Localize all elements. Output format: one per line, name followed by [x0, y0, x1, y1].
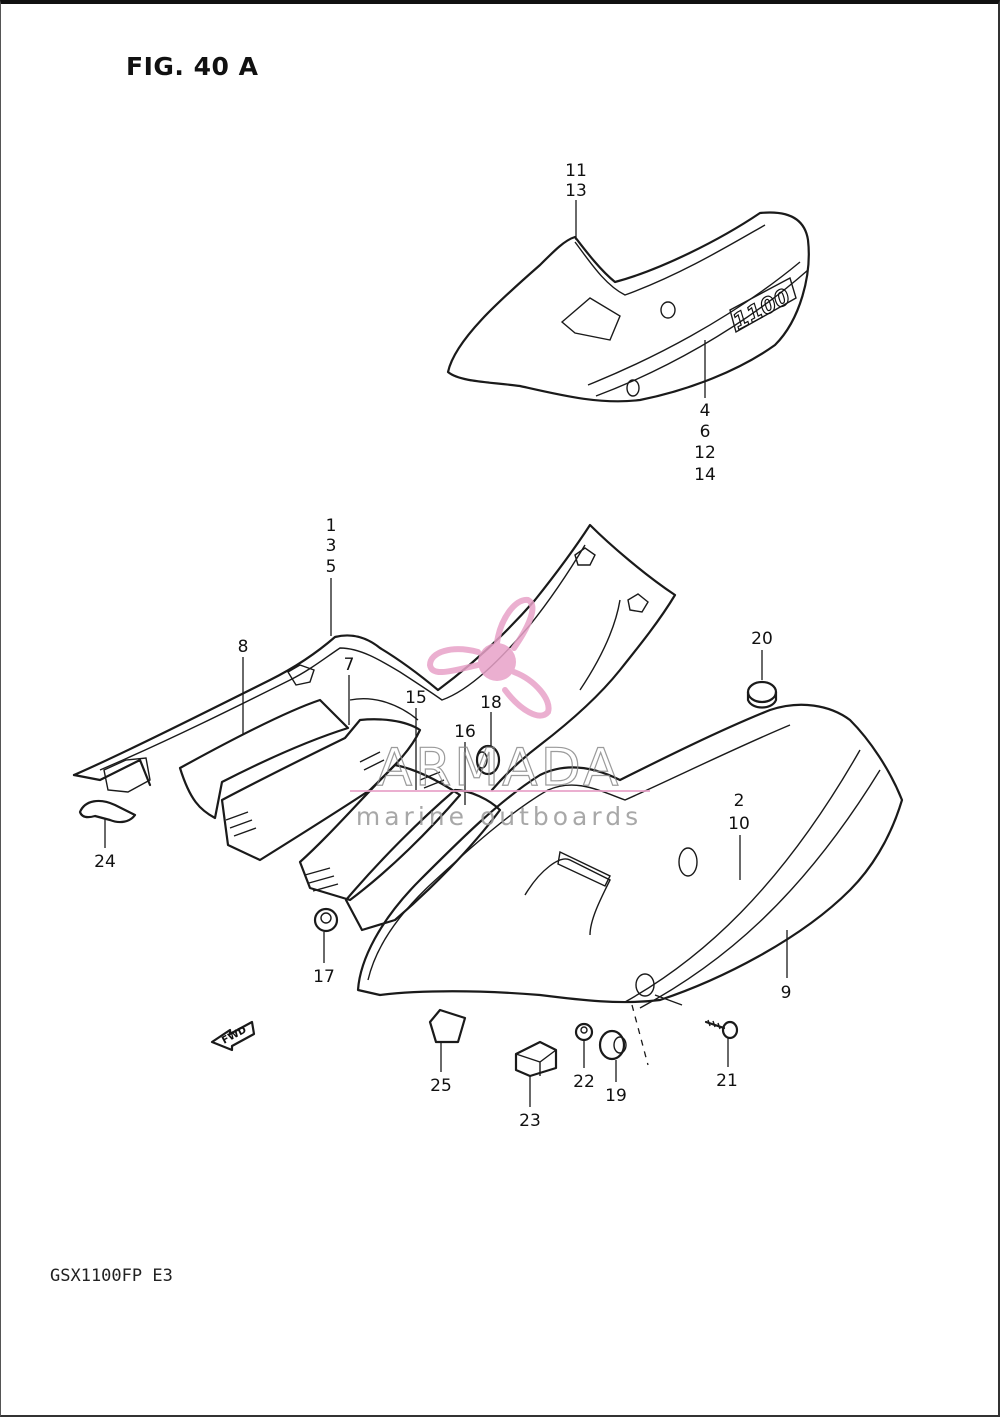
- part-number: 10: [728, 814, 750, 834]
- watermark-tagline: marine outboards: [356, 802, 642, 831]
- part-number: 1: [326, 516, 337, 536]
- part-number: 5: [326, 557, 337, 577]
- callout-4-6-12-14: 4 6 12 14: [694, 401, 716, 485]
- callout-18: 18: [480, 693, 502, 713]
- panel-16: [344, 771, 502, 932]
- callout-8: 8: [238, 637, 249, 657]
- damper-25: [428, 1008, 467, 1044]
- panel-15: [298, 751, 462, 902]
- callout-16: 16: [454, 722, 476, 742]
- leader-lines: [104, 200, 788, 1107]
- callout-24: 24: [94, 852, 116, 872]
- callout-7: 7: [344, 655, 355, 675]
- callout-17: 17: [313, 967, 335, 987]
- callout-25: 25: [430, 1076, 452, 1096]
- figure-title: FIG. 40 A: [126, 52, 259, 81]
- part-number: 13: [565, 181, 587, 201]
- callout-1-3-5: 1 3 5: [326, 516, 337, 577]
- watermark: ARMADA marine outboards: [350, 597, 650, 831]
- fwd-label: FWD: [220, 1025, 248, 1047]
- panel-8: [178, 698, 350, 820]
- fwd-arrow-icon: FWD: [210, 1020, 256, 1052]
- grommet-20: [746, 680, 778, 709]
- callout-22: 22: [573, 1072, 595, 1092]
- collar-22: [574, 1022, 594, 1042]
- clip-24: [78, 799, 137, 824]
- callout-21: 21: [716, 1071, 738, 1091]
- callout-23: 23: [519, 1111, 541, 1131]
- panel-7: [220, 698, 422, 862]
- callout-2-10: 2 10: [728, 791, 750, 834]
- callout-19: 19: [605, 1086, 627, 1106]
- grommet-18: [475, 744, 501, 776]
- callout-11-13: 11 13: [565, 161, 587, 201]
- grommet-17: [313, 907, 339, 933]
- part-number: 4: [700, 401, 711, 421]
- part-number: 14: [694, 465, 716, 485]
- part-number: 6: [700, 422, 711, 442]
- upper-frame-cover: 1100: [446, 211, 810, 403]
- callout-9: 9: [781, 983, 792, 1003]
- damper-23: [514, 1040, 558, 1078]
- propeller-logo-icon: [426, 597, 552, 719]
- part-number: 3: [326, 536, 337, 556]
- part-number: 12: [694, 443, 716, 463]
- grommet-19: [598, 1029, 627, 1061]
- model-code: GSX1100FP E3: [50, 1266, 173, 1286]
- callout-15: 15: [405, 688, 427, 708]
- part-number: 2: [734, 791, 745, 811]
- screw-21: [704, 1019, 739, 1040]
- callout-20: 20: [751, 629, 773, 649]
- watermark-brand: ARMADA: [377, 738, 622, 798]
- part-number: 11: [565, 161, 587, 181]
